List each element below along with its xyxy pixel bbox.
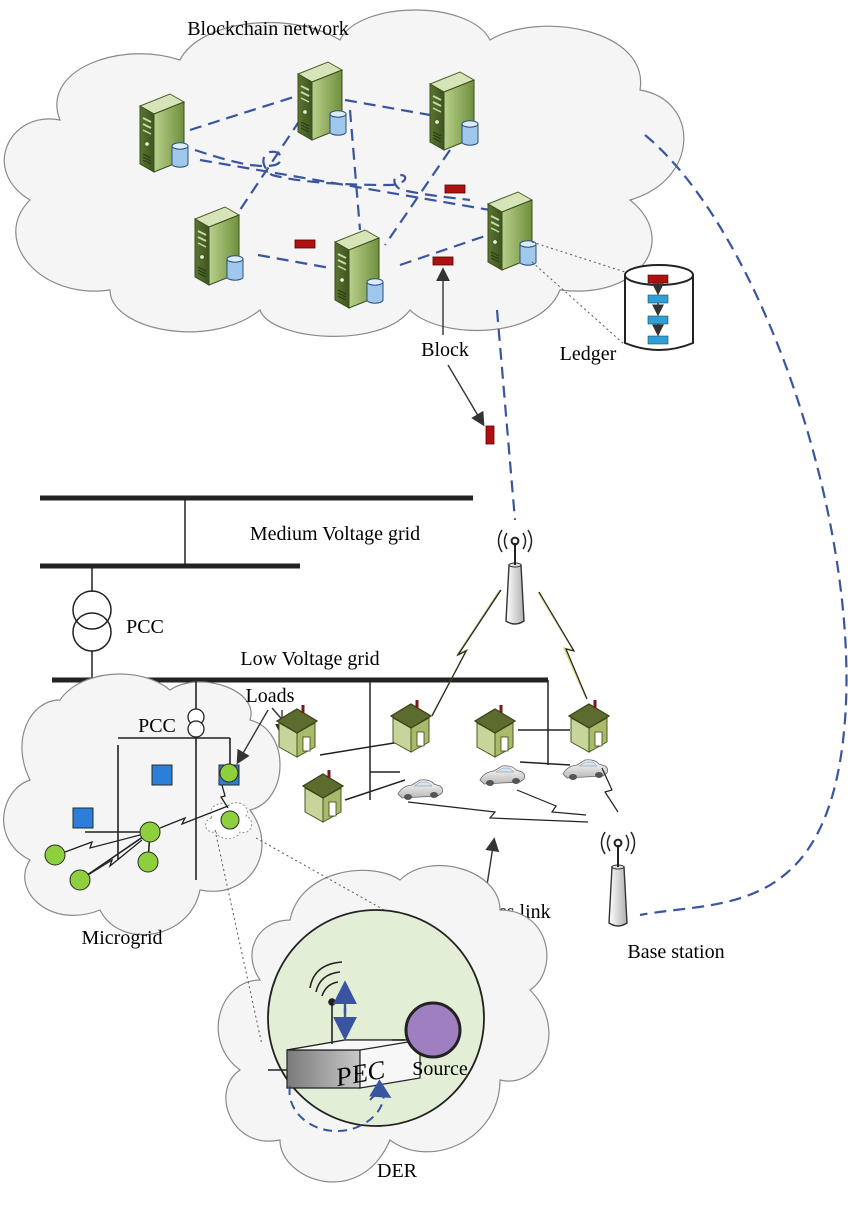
server-icon [194,206,244,286]
transformer-icon [187,708,205,738]
house-icon [301,768,345,824]
loads-label: Loads [246,685,295,707]
ledger-label: Ledger [560,343,617,365]
transformer-icon [72,566,112,680]
microgrid-label: Microgrid [81,927,162,949]
der-flow-arrowhead [369,1079,392,1101]
microgrid-cloud [3,673,281,936]
block-icon [432,256,454,266]
ledger-icon [624,264,694,351]
medium-voltage-grid-label: Medium Voltage grid [250,523,420,545]
car-icon [562,759,609,781]
blockchain-links [189,93,848,917]
block-label: Block [421,339,469,361]
server-icon [334,229,384,309]
der-pointer-left [214,829,263,1046]
server-icon [487,191,537,271]
low-voltage-grid-label: Low Voltage grid [240,648,379,670]
lightning-link-icon [64,784,229,876]
base-station-label: Base station [627,941,724,963]
block-icon [294,239,316,249]
source-icon [404,1001,462,1059]
der-label: DER [377,1160,418,1182]
server-icon [139,93,189,173]
source-label: Source [412,1058,468,1080]
house-icon [389,698,433,754]
block-arrow-down [447,364,485,427]
car-icon [397,779,444,801]
antenna-icon [497,529,533,625]
pcc-main-label: PCC [126,616,164,638]
server-icon [429,71,479,151]
loads-arrow-left [236,709,269,765]
house-icon [275,703,319,759]
ledger-pointer-bottom [531,261,626,346]
blockchain-network-label: Blockchain network [187,18,349,40]
medium-voltage-grid [40,495,473,569]
house-icon [473,703,517,759]
lv-feeders [319,680,571,801]
der-flow-curve [288,1085,385,1133]
server-icon [297,61,347,141]
pcc-microgrid-label: PCC [138,715,176,737]
block-icon [444,184,466,194]
block-icon [485,425,495,445]
car-icon [479,765,526,787]
pec-box-icon [268,1039,421,1089]
house-icon [567,698,611,754]
ledger-pointer-top [531,241,626,273]
lightning-link-icon [407,589,619,823]
antenna-icon [600,831,636,927]
